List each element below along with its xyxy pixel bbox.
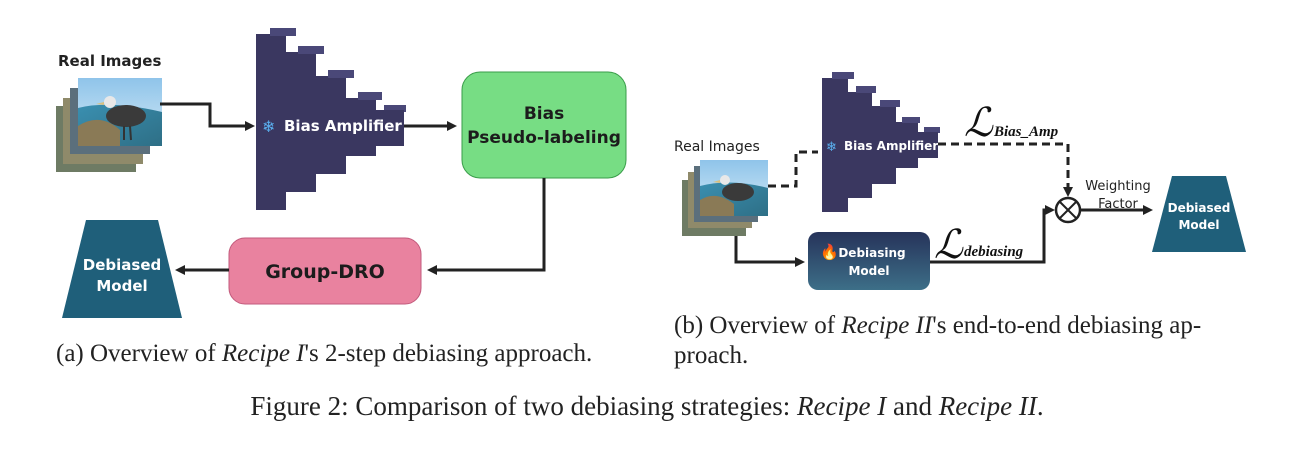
debiasing-model-line1: Debiasing (838, 246, 905, 260)
loss-bias-amp-subscript: Bias_Amp (993, 124, 1059, 140)
loss-debiasing-subscript: debiasing (964, 244, 1024, 260)
real-images-label-b: Real Images (674, 139, 760, 155)
weighting-factor-line1: Weighting (1085, 179, 1150, 194)
caption-b-suffix: 's end-to-end debiasing ap- (932, 312, 1202, 339)
arrow-images-to-amplifier-a (160, 102, 255, 131)
pseudo-label-line2: Pseudo-labeling (467, 128, 621, 148)
caption-a-suffix: 's 2-step debiasing approach. (304, 340, 593, 367)
caption-b-prefix: (b) Overview of (674, 312, 842, 339)
group-dro-label: Group-DRO (265, 261, 385, 283)
arrow-debiasing-to-multiply (930, 205, 1055, 264)
snowflake-icon: ❄ (262, 117, 275, 136)
loss-bias-amp-symbol: ℒ (964, 100, 994, 145)
weighting-factor-line2: Factor (1098, 197, 1138, 212)
figure-caption-suffix: . (1036, 391, 1044, 421)
bias-amplifier-label-a: Bias Amplifier (284, 117, 402, 135)
figure-caption: Figure 2: Comparison of two debiasing st… (0, 390, 1294, 422)
caption-a: (a) Overview of Recipe I's 2-step debias… (56, 338, 592, 370)
bird-photo-a (78, 78, 162, 146)
multiply-circle-icon (1054, 196, 1082, 224)
snowflake-icon: ❄ (826, 140, 837, 155)
bias-amplifier-b (822, 72, 940, 212)
debiasing-model-box (808, 232, 930, 290)
real-images-label-a: Real Images (58, 52, 161, 70)
debiased-label-b-line2: Model (1178, 218, 1219, 232)
caption-b-line1: (b) Overview of Recipe II's end-to-end d… (674, 310, 1201, 342)
dashed-arrow-amplifier-to-multiply (938, 142, 1073, 197)
caption-b-recipe: Recipe II (841, 312, 933, 339)
bias-pseudo-labeling-box (461, 71, 627, 179)
figure-caption-middle: and (886, 391, 939, 421)
debiased-model-a (62, 220, 182, 318)
caption-a-recipe: Recipe I (221, 340, 305, 367)
bias-amplifier-a (256, 28, 406, 210)
bird-photo-b (700, 160, 768, 216)
fire-icon: 🔥 (820, 243, 839, 261)
dashed-arrow-images-to-amplifier-b (768, 150, 818, 188)
bias-amplifier-label-b: Bias Amplifier (844, 139, 938, 153)
caption-b-line2: proach. (674, 342, 749, 369)
debiased-label-b-line1: Debiased (1168, 201, 1231, 215)
debiased-label-a-line2: Model (96, 277, 147, 295)
figure-caption-recipe2: Recipe II (938, 391, 1037, 421)
debiased-label-a-line1: Debiased (83, 256, 161, 274)
arrow-images-to-debiasing-model (734, 236, 805, 267)
arrow-pseudo-to-groupdro (427, 178, 546, 275)
real-images-stack-b (682, 160, 768, 236)
figure-caption-recipe1: Recipe I (797, 391, 887, 421)
pseudo-label-line1: Bias (524, 104, 564, 124)
debiased-model-b (1152, 176, 1246, 252)
figure-caption-prefix: Figure 2: Comparison of two debiasing st… (250, 391, 798, 421)
loss-debiasing-symbol: ℒ (934, 222, 964, 267)
caption-a-prefix: (a) Overview of (56, 340, 222, 367)
real-images-stack-a (56, 78, 162, 172)
debiasing-model-line2: Model (848, 264, 889, 278)
